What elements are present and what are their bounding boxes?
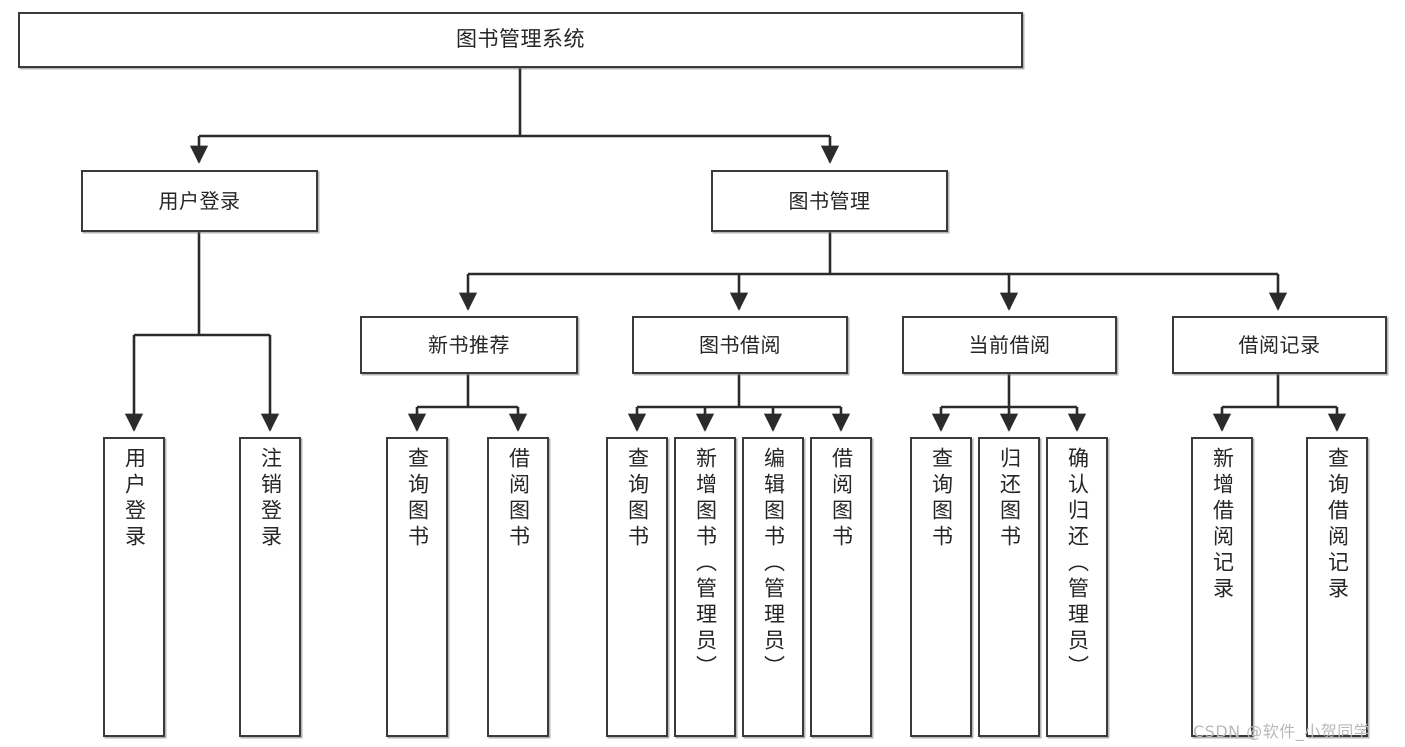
leaf-user-login-login[interactable]: 用户登录 <box>103 437 165 737</box>
node-current-borrow-label: 当前借阅 <box>968 332 1051 357</box>
leaf-book-borrow-add[interactable]: 新增图书（管理员） <box>674 437 736 737</box>
leaf-label: 编辑图书（管理员） <box>761 447 786 681</box>
watermark: CSDN @软件_小贺同学 <box>1193 722 1371 741</box>
leaf-label: 用户登录 <box>122 447 147 551</box>
leaf-borrow-record-add[interactable]: 新增借阅记录 <box>1191 437 1253 737</box>
leaf-label: 新增图书（管理员） <box>693 447 718 681</box>
leaf-user-login-logout[interactable]: 注销登录 <box>239 437 301 737</box>
leaf-current-borrow-confirm-return[interactable]: 确认归还（管理员） <box>1046 437 1108 737</box>
node-book-borrow[interactable]: 图书借阅 <box>632 316 848 374</box>
node-root[interactable]: 图书管理系统 <box>18 12 1023 68</box>
node-new-book-recommend[interactable]: 新书推荐 <box>360 316 578 374</box>
leaf-label: 查询图书 <box>405 447 430 551</box>
leaf-label: 注销登录 <box>258 447 283 551</box>
leaf-borrow-record-query[interactable]: 查询借阅记录 <box>1306 437 1368 737</box>
node-borrow-record-label: 借阅记录 <box>1238 332 1321 357</box>
leaf-label: 确认归还（管理员） <box>1065 447 1090 681</box>
node-new-book-recommend-label: 新书推荐 <box>428 332 510 357</box>
leaf-book-borrow-query[interactable]: 查询图书 <box>606 437 668 737</box>
leaf-new-book-query[interactable]: 查询图书 <box>386 437 448 737</box>
leaf-label: 归还图书 <box>997 447 1022 551</box>
leaf-current-borrow-return[interactable]: 归还图书 <box>978 437 1040 737</box>
leaf-label: 查询图书 <box>625 447 650 551</box>
leaf-new-book-borrow[interactable]: 借阅图书 <box>487 437 549 737</box>
leaf-label: 借阅图书 <box>829 447 854 551</box>
leaf-label: 查询借阅记录 <box>1325 447 1350 603</box>
leaf-book-borrow-borrow[interactable]: 借阅图书 <box>810 437 872 737</box>
leaf-label: 新增借阅记录 <box>1210 447 1235 603</box>
node-book-borrow-label: 图书借阅 <box>699 332 781 357</box>
node-book-management[interactable]: 图书管理 <box>711 170 948 232</box>
node-root-label: 图书管理系统 <box>456 27 585 52</box>
leaf-label: 借阅图书 <box>506 447 531 551</box>
leaf-book-borrow-edit[interactable]: 编辑图书（管理员） <box>742 437 804 737</box>
node-book-management-label: 图书管理 <box>788 188 871 213</box>
node-user-login-label: 用户登录 <box>158 188 241 213</box>
node-current-borrow[interactable]: 当前借阅 <box>902 316 1117 374</box>
leaf-label: 查询图书 <box>929 447 954 551</box>
leaf-current-borrow-query[interactable]: 查询图书 <box>910 437 972 737</box>
node-borrow-record[interactable]: 借阅记录 <box>1172 316 1387 374</box>
node-user-login[interactable]: 用户登录 <box>81 170 318 232</box>
